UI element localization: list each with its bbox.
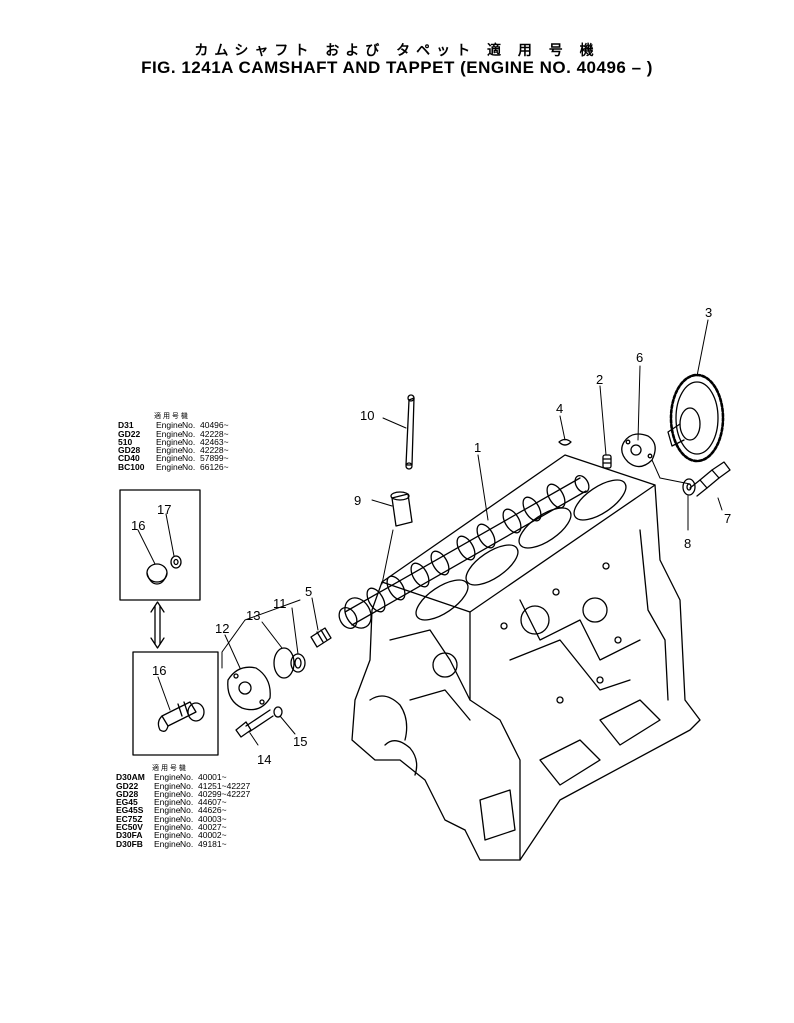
interchange-arrow [150,601,165,649]
pin-part-5 [310,627,332,648]
callout-7: 7 [724,511,731,526]
push-rod [405,394,415,470]
callout-15: 15 [293,734,307,749]
callout-3: 3 [705,305,712,320]
camshaft [338,474,590,629]
callout-12: 12 [215,621,229,636]
callout-6: 6 [636,350,643,365]
callout-13: 13 [246,608,260,623]
callout-9: 9 [354,493,361,508]
title-japanese: カムシャフト および タペット 適 用 号 機 [194,43,600,59]
callout-5: 5 [305,584,312,599]
engine-block [351,454,701,861]
cam-gear [667,373,725,463]
callout-14: 14 [257,752,271,767]
inset-box-upper [119,489,201,601]
cover-part-12 [227,666,271,711]
plug-part-2 [602,454,612,469]
callout-2: 2 [596,372,603,387]
leader-lines [137,319,723,746]
callout-16-upper: 16 [131,518,145,533]
table-header: 適 用 号 機 [154,413,188,420]
callout-17: 17 [157,502,171,517]
inset-box-lower [132,651,219,756]
washer-part-8 [682,478,696,496]
callout-16-lower: 16 [152,663,166,678]
figure-title: FIG. 1241A CAMSHAFT AND TAPPET (ENGINE N… [141,58,653,77]
callout-8: 8 [684,536,691,551]
o-ring [273,647,295,679]
tappet [390,491,413,527]
callout-10: 10 [360,408,374,423]
callout-labels: 1 2 3 4 5 6 7 8 9 10 11 12 13 14 15 16 1… [131,305,731,767]
callout-1: 1 [474,440,481,455]
table-header: 適 用 号 機 [152,765,186,772]
cam-lobes [366,483,566,613]
bolt-part-14 [235,709,274,738]
washer-part-15 [273,706,283,718]
callout-11: 11 [273,596,287,611]
key-part-4 [558,438,572,446]
callout-4: 4 [556,401,563,416]
bolt-part-7 [689,461,731,497]
